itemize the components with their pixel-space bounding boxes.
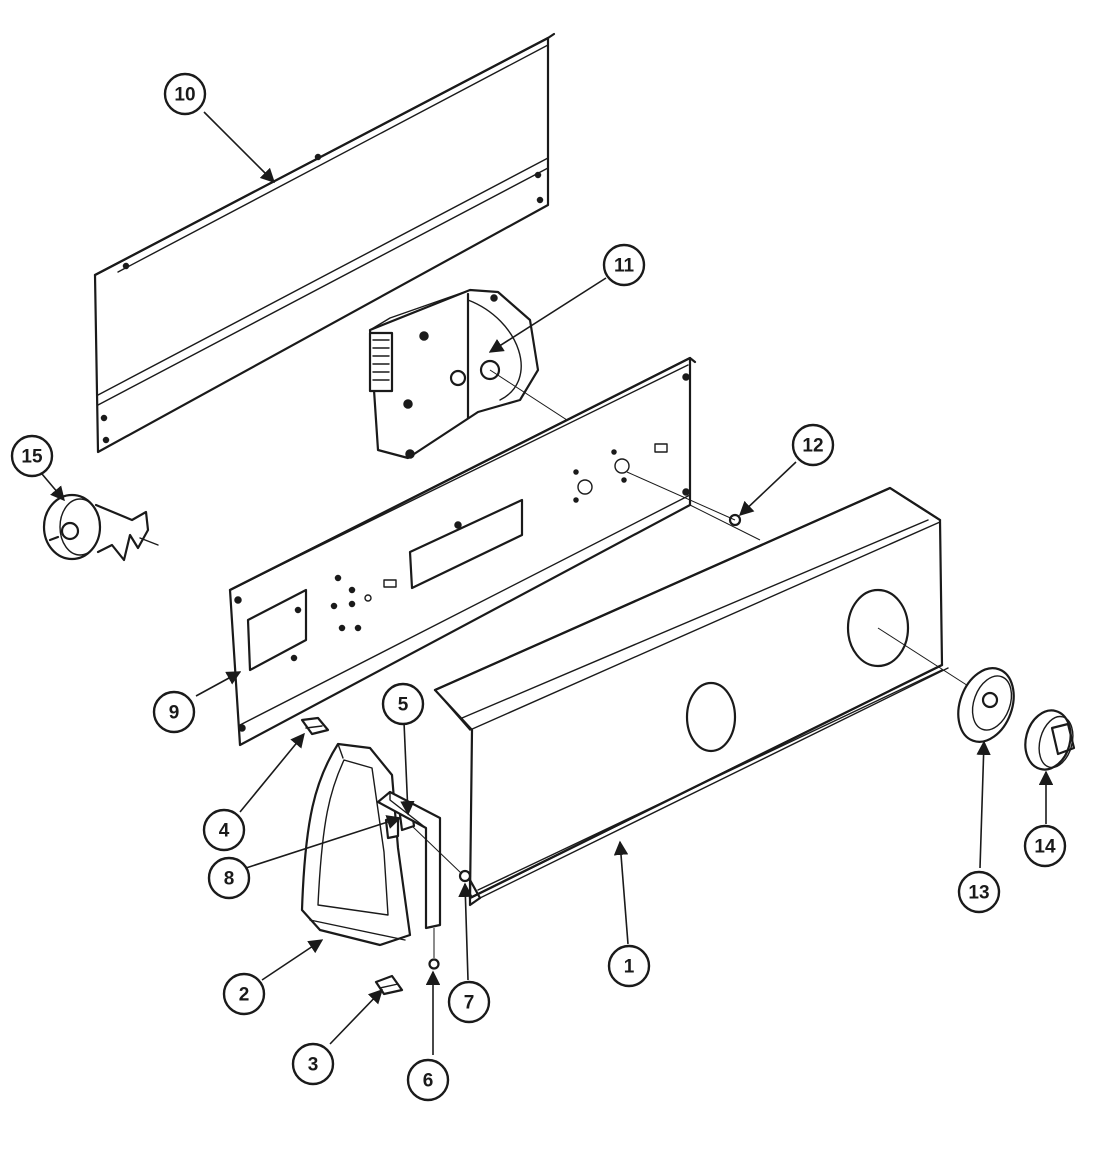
leader-lines [41,111,1054,1055]
callout-15: 15 [10,434,54,478]
callout-6-label: 6 [423,1071,434,1092]
callout-14: 14 [1023,824,1067,868]
leader-3 [329,988,383,1045]
callout-12-label: 12 [802,436,823,457]
callout-12: 12 [791,423,835,467]
callout-6: 6 [406,1058,450,1102]
callout-11-label: 11 [614,256,635,277]
callout-9-label: 9 [169,703,180,724]
leader-11 [488,277,607,353]
callout-8: 8 [207,856,251,900]
callout-11: 11 [602,243,646,287]
callout-14-label: 14 [1034,837,1056,858]
part-11-timer [368,288,691,501]
callout-2: 2 [222,972,266,1016]
callout-3-label: 3 [308,1055,319,1076]
callouts: 10 11 12 15 9 5 4 8 [10,72,1067,1102]
callout-2-label: 2 [239,985,250,1006]
leader-2 [261,939,324,981]
leader-7 [458,882,473,981]
leader-5 [400,721,415,816]
leader-10 [203,111,276,184]
callout-3: 3 [291,1042,335,1086]
callout-13-label: 13 [968,883,989,904]
leader-12 [738,461,797,516]
callout-9: 9 [152,690,196,734]
leader-15 [41,473,65,502]
leader-1 [613,840,629,945]
callout-8-label: 8 [224,869,235,890]
callout-7: 7 [447,980,491,1024]
part-10-rear-panel [93,32,556,454]
part-5-trim-strip [376,790,442,930]
callout-1-label: 1 [624,957,635,978]
part-13-knob-skirt [957,667,1015,743]
callout-1: 1 [607,944,651,988]
part-7-screw [411,825,472,883]
leader-13 [976,740,991,869]
part-12-screw [626,471,742,527]
callout-10-label: 10 [174,85,195,106]
part-6-screw [428,928,440,970]
part-14-knob [1024,709,1076,771]
callout-4: 4 [202,808,246,852]
leader-9 [195,671,242,697]
callout-5: 5 [381,682,425,726]
callout-13: 13 [957,870,1001,914]
callout-15-label: 15 [21,447,43,468]
callout-4-label: 4 [219,821,230,842]
leader-4 [239,732,305,813]
leader-8 [245,815,402,869]
part-4-clip [300,716,330,736]
callout-7-label: 7 [464,993,475,1014]
callout-10: 10 [163,72,207,116]
callout-5-label: 5 [398,695,409,716]
part-15-pressure-switch [42,493,159,562]
part-2-end-cap [300,742,412,947]
part-9-panel-bracket [228,356,697,747]
